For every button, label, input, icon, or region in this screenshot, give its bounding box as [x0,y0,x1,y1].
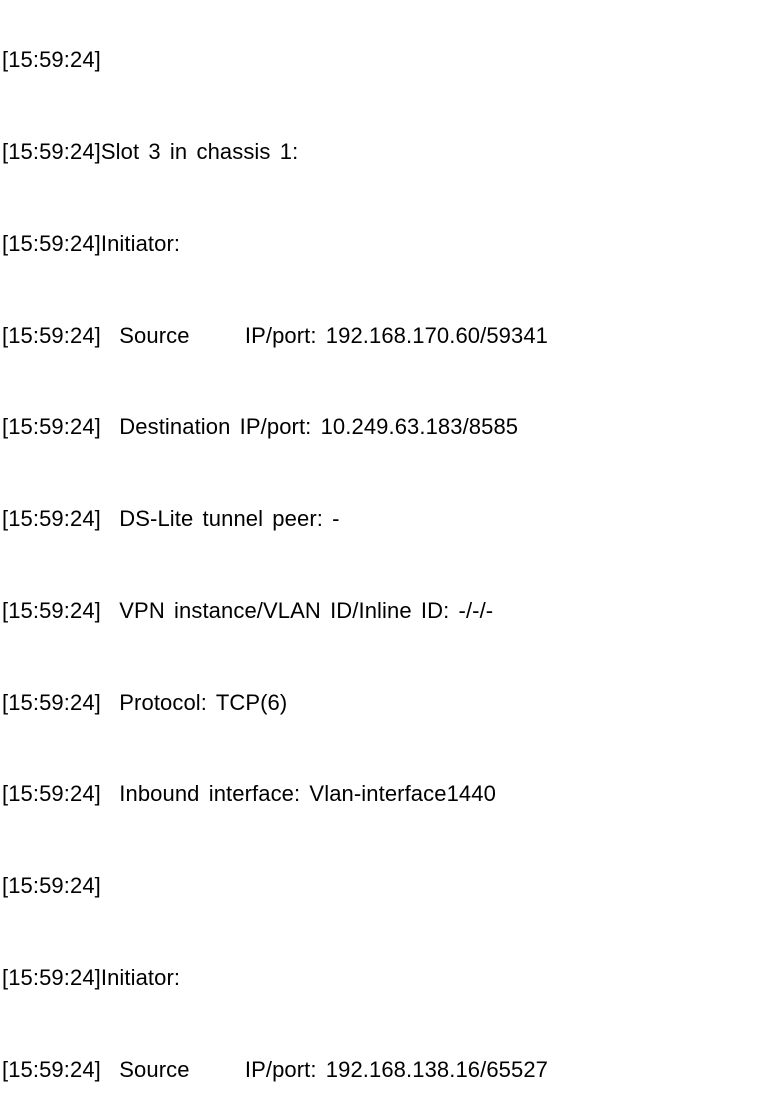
log-line-protocol: [15:59:24] Protocol: TCP(6) [2,689,288,715]
log-line-source-ip: [15:59:24] Source IP/port: 192.168.170.6… [2,322,549,348]
log-line-initiator: [15:59:24]Initiator: [2,230,181,256]
log-line-dslite-peer: [15:59:24] DS-Lite tunnel peer: - [2,506,340,532]
log-line-vpn-vlan-inline: [15:59:24] VPN instance/VLAN ID/Inline I… [2,597,494,623]
log-line: [15:59:24] [2,873,101,899]
log-line-inbound-interface: [15:59:24] Inbound interface: Vlan-inter… [2,781,496,807]
log-line-source-ip: [15:59:24] Source IP/port: 192.168.138.1… [2,1056,549,1082]
log-line-initiator: [15:59:24]Initiator: [2,965,181,990]
log-line-slot-header: [15:59:24]Slot 3 in chassis 1: [2,138,299,164]
log-line-destination-ip: [15:59:24] Destination IP/port: 10.249.6… [2,414,519,440]
log-line: [15:59:24] [2,47,101,73]
